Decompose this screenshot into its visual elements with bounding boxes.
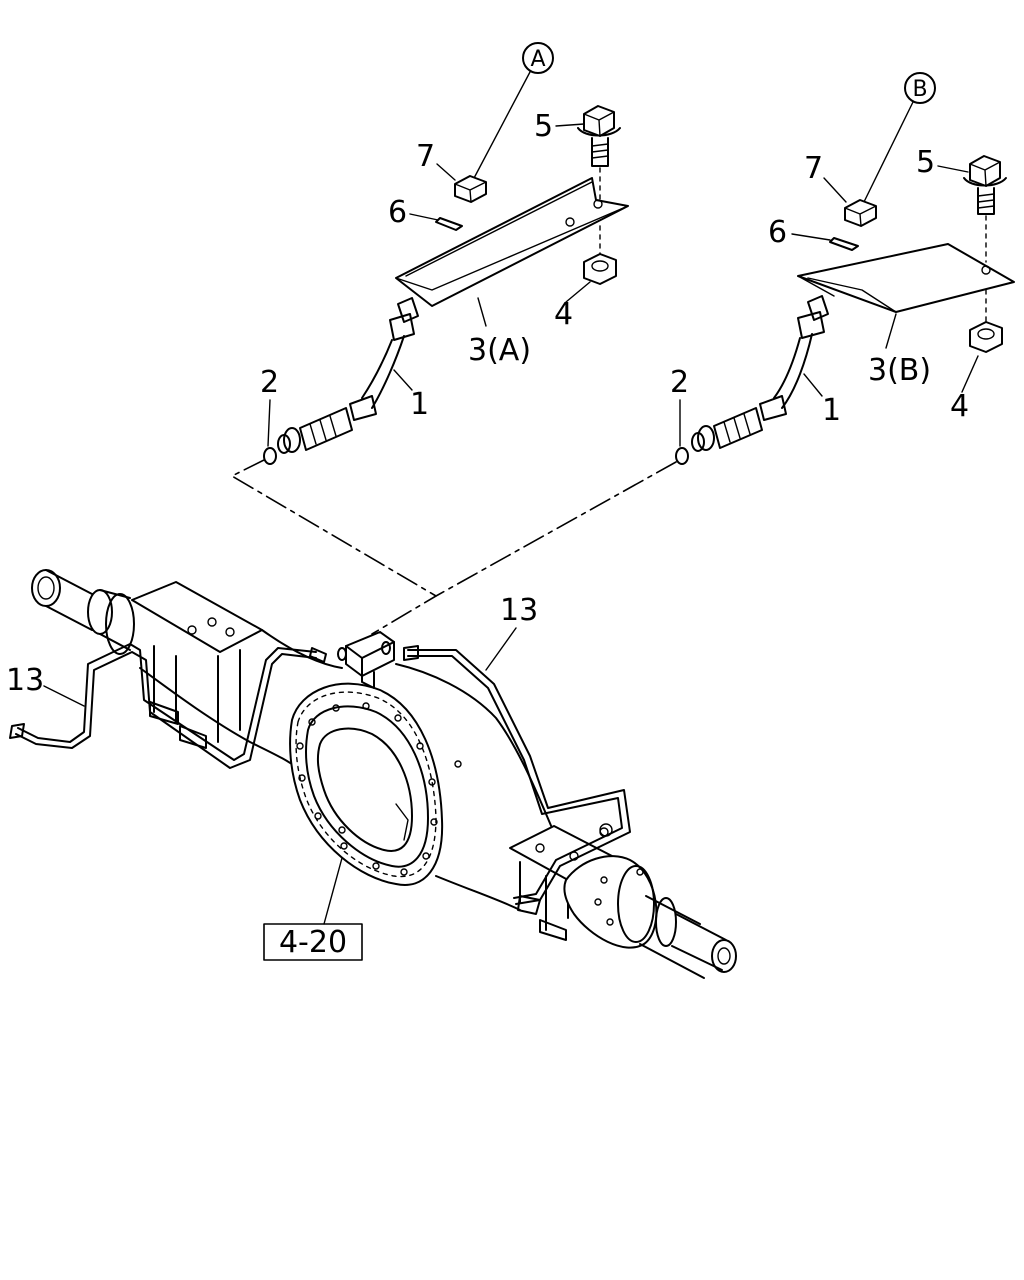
- bolt-5-a: [577, 105, 621, 167]
- leader-2-a: [267, 399, 271, 447]
- label-7-b: 7: [804, 151, 823, 186]
- bracket-plate-b: [797, 243, 1015, 313]
- label-5-b: 5: [916, 145, 935, 180]
- callout-b-text: B: [912, 77, 927, 102]
- pipe-13-right-end: [517, 895, 541, 915]
- label-6-b: 6: [768, 215, 787, 250]
- leader-13-left: [43, 685, 85, 707]
- label-2-a: 2: [260, 365, 279, 400]
- axle-tube-right-upper: [395, 663, 553, 829]
- label-13-right: 13: [500, 593, 538, 628]
- leader-3a: [477, 297, 487, 327]
- pipe-13-left-fitting: [309, 647, 327, 663]
- label-6-a: 6: [388, 195, 407, 230]
- bracket-assembly-b: B 7 6 5 3(B) 4: [670, 72, 1015, 465]
- reference-box-text: 4-20: [279, 925, 347, 960]
- pipe-13-left-end: [9, 723, 25, 739]
- nut-4-a: [583, 253, 617, 285]
- leader-1-b: [803, 373, 823, 397]
- leader-13-right: [485, 627, 517, 671]
- leader-4-a: [565, 281, 591, 303]
- label-1-a: 1: [410, 387, 429, 422]
- pipe-13-right-fitting: [403, 645, 419, 661]
- leader-a: [472, 71, 531, 181]
- leader-5-b: [937, 165, 969, 173]
- bolt-5-b: [963, 155, 1007, 215]
- leader-7-a: [436, 163, 456, 181]
- reference-box-4-20[interactable]: 4-20: [263, 857, 363, 961]
- brake-hose-1-a: [277, 297, 419, 454]
- axle-housing: [31, 569, 737, 979]
- washer-6-a: [435, 217, 463, 231]
- axle-tube-left-lower: [139, 667, 301, 771]
- nut-4-b: [969, 321, 1003, 353]
- callout-circle-b: [904, 72, 936, 104]
- leader-4-b: [961, 355, 979, 393]
- leader-6-a: [409, 213, 439, 221]
- leader-7-b: [823, 177, 847, 203]
- left-spindle: [31, 569, 135, 655]
- left-spring-seat: [131, 581, 263, 749]
- label-1-b: 1: [822, 393, 841, 428]
- label-4-a: 4: [554, 297, 573, 332]
- leader-4-20: [323, 857, 343, 925]
- label-3a: 3(A): [468, 333, 531, 368]
- pipe-13-left-outer: [17, 643, 317, 761]
- axle-tube-left-upper: [261, 629, 343, 669]
- pipe-13-left-inner: [15, 651, 317, 769]
- label-13-left: 13: [6, 663, 44, 698]
- bracket-plate-a: [395, 177, 629, 307]
- leader-b: [861, 101, 914, 207]
- bracket-assembly-a: A 7 6 5 3(A): [260, 42, 629, 465]
- label-5-a: 5: [534, 109, 553, 144]
- pipe-13-right-outer: [407, 649, 631, 905]
- label-2-b: 2: [670, 365, 689, 400]
- connection-lines: [231, 459, 677, 635]
- brake-pipes-13: 13 13: [6, 593, 631, 915]
- nut-7-a: [454, 175, 487, 203]
- callout-circle-a: [522, 42, 554, 74]
- pipe-13-right-inner: [407, 655, 623, 899]
- leader-1-a: [393, 369, 413, 391]
- axle-tube-right-lower: [435, 875, 521, 911]
- leader-5-a: [555, 123, 585, 127]
- label-4-b: 4: [950, 389, 969, 424]
- label-7-a: 7: [416, 139, 435, 174]
- o-ring-2-a: [263, 447, 277, 465]
- o-ring-2-b: [675, 447, 689, 465]
- callout-a-text: A: [530, 47, 545, 72]
- nut-7-b: [844, 199, 877, 227]
- brake-hose-1-b: [691, 295, 829, 452]
- leader-3b: [885, 313, 897, 349]
- washer-6-b: [829, 237, 859, 251]
- three-way-connector: [337, 631, 395, 689]
- banjo-housing: [289, 682, 462, 886]
- leader-6-b: [791, 233, 831, 241]
- label-3b: 3(B): [868, 353, 931, 388]
- right-spindle: [563, 855, 737, 979]
